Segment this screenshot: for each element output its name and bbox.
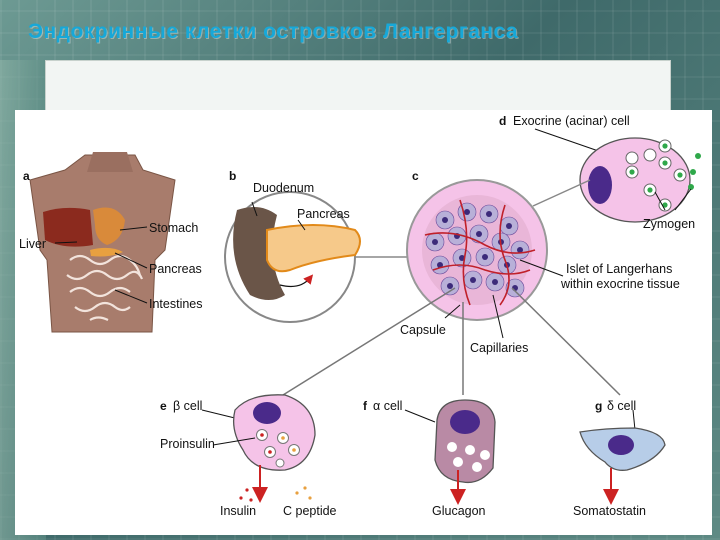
label-beta-cell: β cell [173,399,202,413]
label-pancreas-a: Pancreas [149,262,202,276]
torso-illustration [29,152,176,333]
exocrine-nucleus [588,166,612,204]
panel-letter-c: c [412,169,419,183]
alpha-nucleus [450,410,480,434]
panel-letter-b: b [229,169,236,183]
islet-cells [422,195,536,306]
label-pancreas-b: Pancreas [297,207,350,221]
label-stomach: Stomach [149,221,198,235]
label-insulin: Insulin [220,504,256,518]
anatomy-figure: a Liver Stomach Pancreas Intestines b Du… [15,110,712,535]
capillaries-lines [424,199,536,306]
panel-letter-g: g [595,399,602,413]
panel-letter-f: f [363,399,368,413]
alpha-cell [434,399,496,484]
pancreas-shape-a [90,247,123,257]
intestines-shape [66,254,144,321]
label-delta-cell: δ cell [607,399,636,413]
beta-nucleus [253,402,281,424]
delta-nucleus [608,435,634,455]
proinsulin-granules [256,429,300,468]
zymogen-granules [625,139,701,212]
label-islet-line2: within exocrine tissue [560,277,680,291]
label-capillaries: Capillaries [470,341,528,355]
figure-canvas: a Liver Stomach Pancreas Intestines b Du… [19,114,701,518]
label-alpha-cell: α cell [373,399,402,413]
c-peptide-dots [295,486,312,500]
label-c-peptide: C peptide [283,504,337,518]
panel-letter-d: d [499,114,506,128]
liver-shape [43,207,93,247]
stomach-shape [93,207,125,245]
panel-letter-e: e [160,399,167,413]
label-duodenum: Duodenum [253,181,314,195]
label-glucagon: Glucagon [432,504,486,518]
label-intestines: Intestines [149,297,203,311]
pancreas-shape-b [266,224,361,273]
glucagon-granules [447,442,490,472]
label-islet-line1: Islet of Langerhans [566,262,672,276]
label-proinsulin: Proinsulin [160,437,215,451]
label-liver: Liver [19,237,46,251]
label-somatostatin: Somatostatin [573,504,646,518]
insulin-dots [239,488,253,502]
label-exocrine-cell: Exocrine (acinar) cell [513,114,630,128]
page-title: Эндокринные клетки островков Лангерганса [28,20,519,43]
header-card [45,60,671,112]
label-capsule: Capsule [400,323,446,337]
panel-letter-a: a [23,169,30,183]
label-zymogen: Zymogen [643,217,695,231]
